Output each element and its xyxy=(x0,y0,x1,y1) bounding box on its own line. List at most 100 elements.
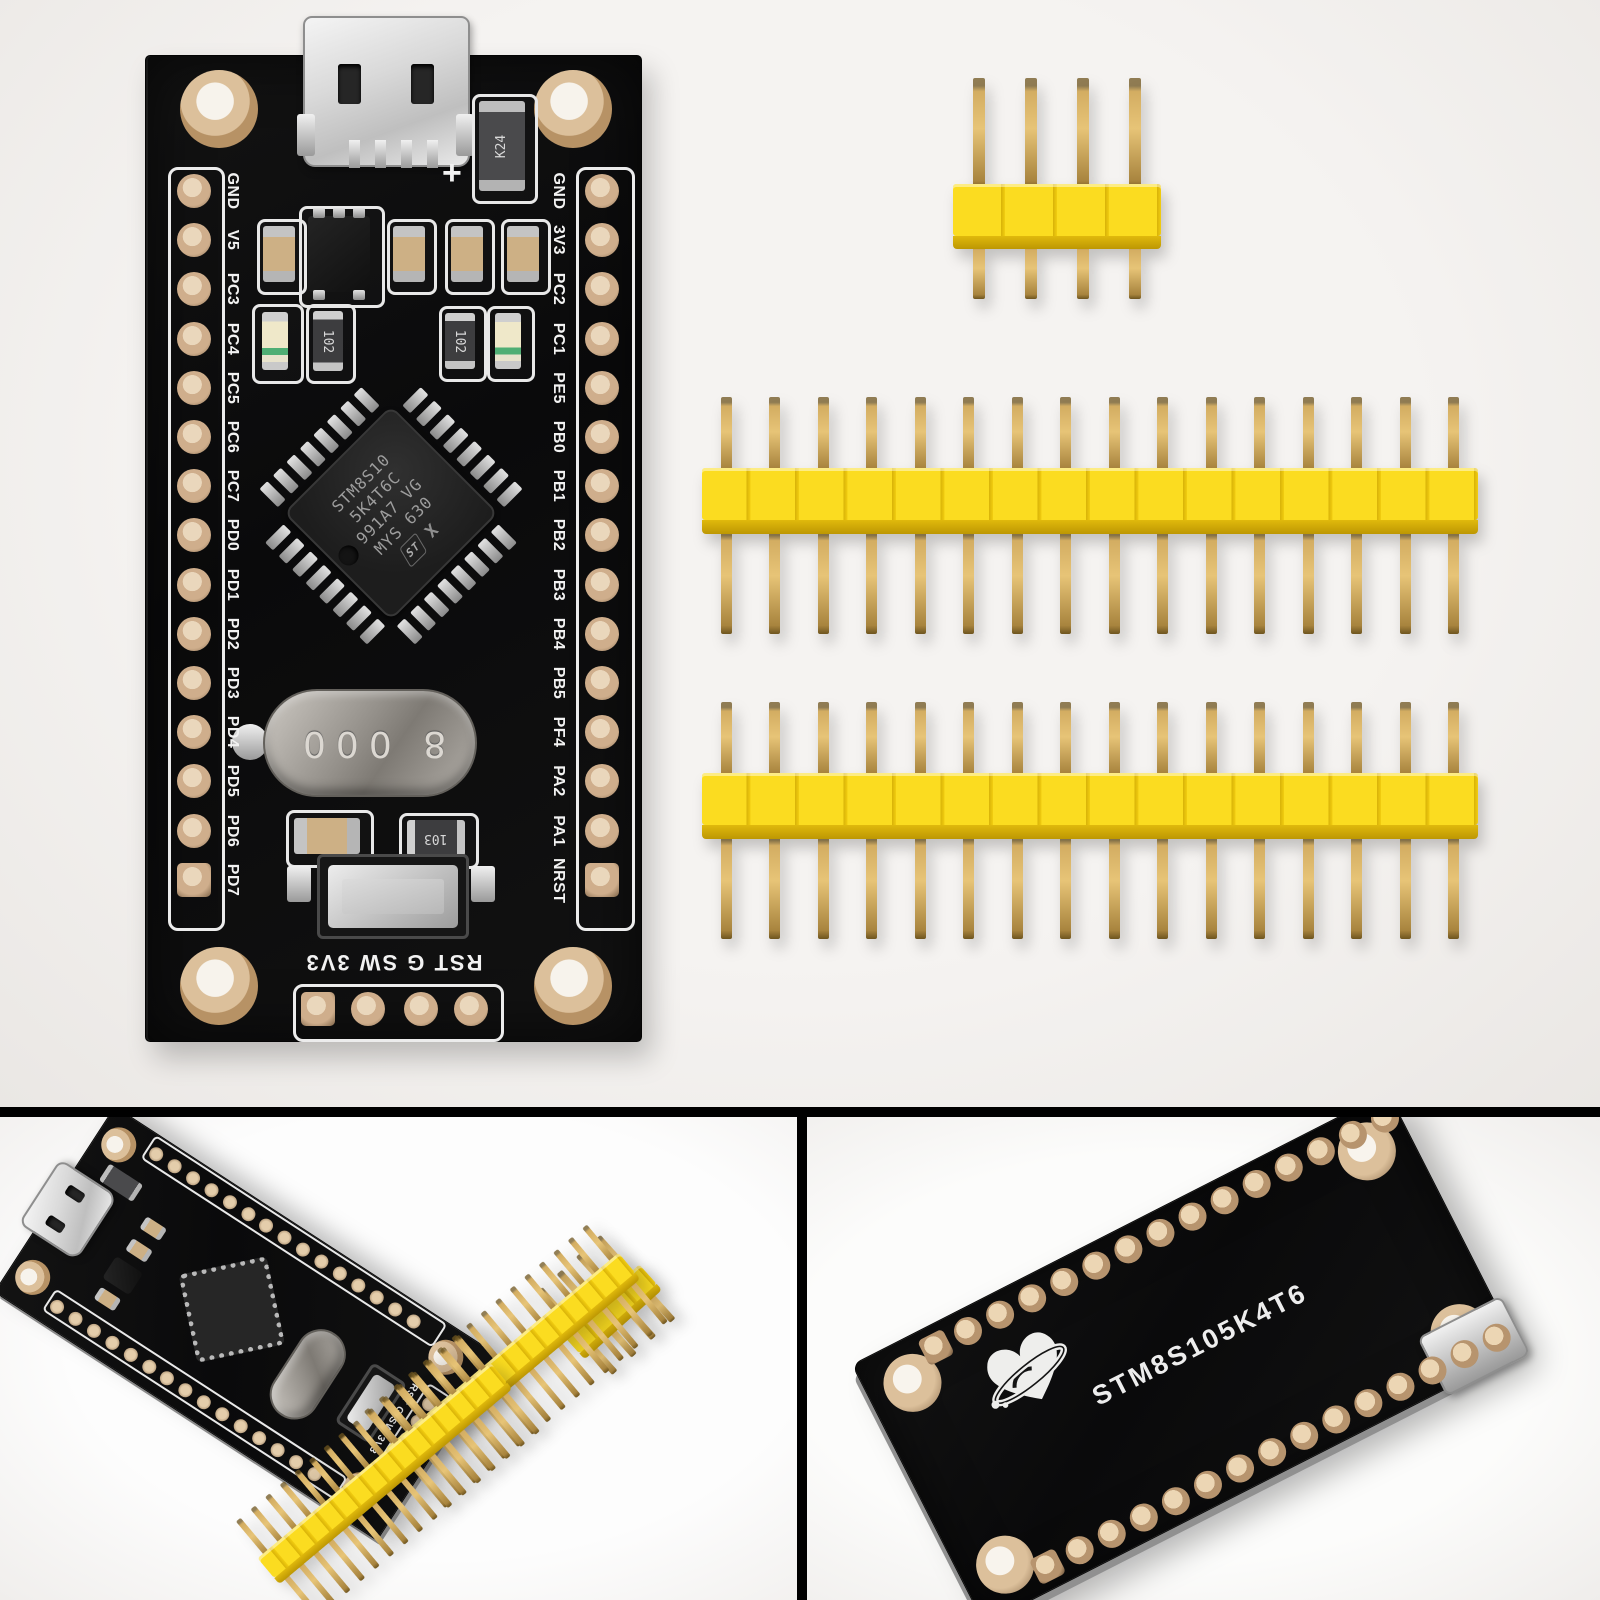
usb-pin xyxy=(349,140,360,168)
divider-vertical xyxy=(797,1107,807,1600)
header-pin xyxy=(973,243,985,299)
pin-label-right: 3V3 xyxy=(550,225,567,256)
capacitor xyxy=(507,226,539,282)
header-pin xyxy=(1351,833,1363,939)
header-pin xyxy=(963,702,975,779)
diode-k24: K24 xyxy=(479,101,525,191)
header-pin xyxy=(1302,702,1314,779)
pin-label-left: PD1 xyxy=(224,568,241,601)
capacitor xyxy=(294,818,360,854)
mcu-marking: STM8S10 5K4T6C 991A7 VG MYS 630 ST X xyxy=(264,386,519,641)
mounting-hole xyxy=(8,1253,57,1302)
through-hole xyxy=(585,223,619,258)
program-pad xyxy=(301,992,335,1026)
header-pin xyxy=(769,833,781,939)
header-pin xyxy=(1108,397,1120,474)
front-board: + K24 xyxy=(145,16,642,1042)
solder-pad xyxy=(1253,1433,1291,1471)
header-pin xyxy=(1254,397,1266,474)
resistor-102: 102 xyxy=(445,313,475,369)
pin-label-right: PB4 xyxy=(550,617,567,651)
header-pin xyxy=(963,397,975,474)
long-header-1 xyxy=(702,397,1478,647)
back-silkscreen: STM8S105K4T6 xyxy=(1087,1277,1313,1412)
header-pin xyxy=(914,528,926,634)
short-header-4pin xyxy=(953,78,1161,398)
header-pin xyxy=(866,397,878,474)
header-pin xyxy=(973,78,985,190)
header-pin xyxy=(963,528,975,634)
header-pin xyxy=(914,833,926,939)
header-pin xyxy=(1448,528,1460,634)
header-pin xyxy=(1351,397,1363,474)
mounting-hole xyxy=(180,947,258,1025)
solder-pad xyxy=(1141,1214,1180,1252)
mounting-hole xyxy=(94,1120,143,1170)
right-pin-column-box xyxy=(576,167,635,931)
through-hole xyxy=(177,518,211,553)
through-hole xyxy=(585,370,619,405)
header-pin xyxy=(914,397,926,474)
solder-pad xyxy=(1109,1230,1148,1269)
solder-pad xyxy=(1237,1165,1276,1203)
pin-label-left: PD6 xyxy=(224,814,241,847)
solder-pad xyxy=(1045,1263,1084,1301)
regulator-pin xyxy=(353,290,365,300)
header-pin xyxy=(914,702,926,779)
solder-pad xyxy=(1028,1547,1067,1586)
pin-label-right: PB0 xyxy=(550,420,567,454)
resistor-pad xyxy=(439,306,487,382)
solder-pad xyxy=(1381,1367,1420,1406)
header-pin xyxy=(1108,702,1120,779)
pin-label-right: PB5 xyxy=(550,666,567,700)
regulator-pin xyxy=(353,208,365,218)
header-pin xyxy=(1157,397,1169,474)
header-pin xyxy=(769,397,781,474)
header-pin xyxy=(1108,833,1120,939)
pin-label-right: PC1 xyxy=(550,322,567,355)
header-pin xyxy=(1351,528,1363,634)
mcu-chip: STM8S10 5K4T6C 991A7 VG MYS 630 ST X xyxy=(259,386,523,645)
through-hole xyxy=(585,616,619,651)
through-hole xyxy=(177,420,211,454)
header-pin xyxy=(1060,833,1072,939)
heart-planet-logo xyxy=(987,1332,1068,1409)
header-pin xyxy=(1129,78,1141,190)
program-pad xyxy=(404,992,438,1026)
header-pin xyxy=(720,833,732,939)
long-header-2 xyxy=(702,702,1478,952)
solder-pad xyxy=(1125,1498,1163,1537)
header-pin xyxy=(1254,528,1266,634)
through-hole xyxy=(585,813,619,848)
mounting-hole xyxy=(534,70,612,148)
through-hole xyxy=(585,666,619,700)
header-pin xyxy=(1157,833,1169,939)
bottom-silkscreen: RST G SW 3V3 xyxy=(304,950,483,975)
usb-latch-hole xyxy=(411,64,434,104)
pin-label-right: PC2 xyxy=(550,273,567,306)
header-pin xyxy=(720,702,732,779)
usb-leg xyxy=(456,114,474,156)
pin-label-left: V5 xyxy=(224,229,241,251)
header-pin xyxy=(720,528,732,634)
through-hole xyxy=(177,862,211,897)
regulator-pin xyxy=(313,290,325,300)
through-hole xyxy=(177,223,211,258)
through-hole xyxy=(585,174,619,208)
pin-label-left: PD7 xyxy=(224,863,241,897)
header-pin xyxy=(1011,397,1023,474)
resistor-102: 102 xyxy=(313,311,343,371)
through-hole xyxy=(585,567,619,602)
header-pin xyxy=(1205,397,1217,474)
header-pin xyxy=(1077,78,1089,190)
header-pin xyxy=(1448,397,1460,474)
panel-angled-view: RST G SW 3V3 xyxy=(0,1117,797,1600)
mcu-chip xyxy=(178,1256,286,1363)
usb-pin xyxy=(427,140,438,168)
header-plastic-lip xyxy=(702,825,1478,839)
voltage-regulator xyxy=(102,1255,144,1296)
through-hole xyxy=(177,715,211,750)
usb-pin xyxy=(375,140,386,168)
header-pin xyxy=(1011,702,1023,779)
button-leg xyxy=(287,866,311,902)
